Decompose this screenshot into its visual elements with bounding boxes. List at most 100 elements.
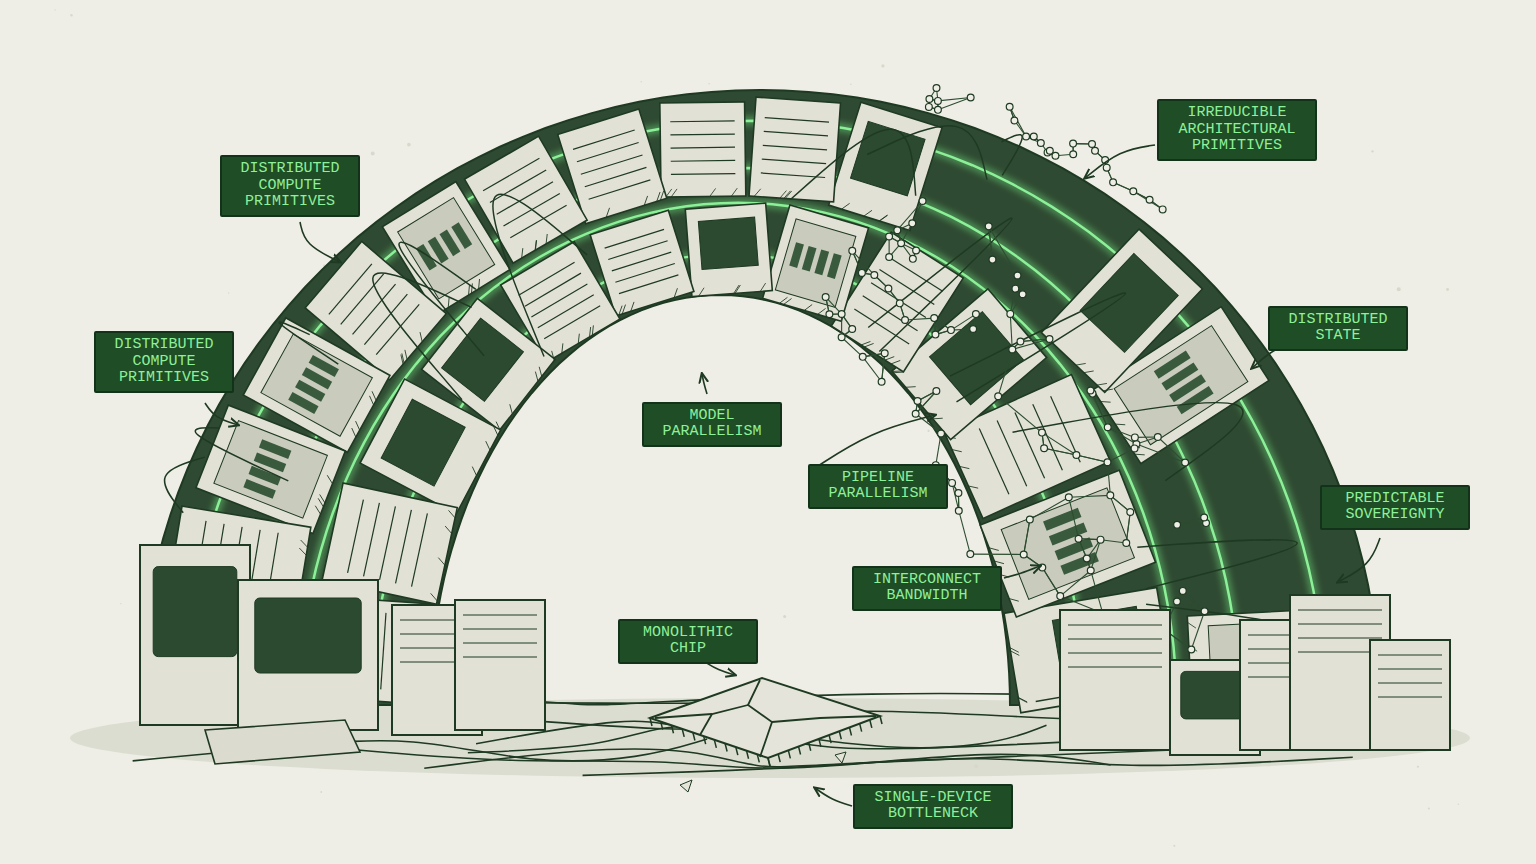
network-node — [826, 311, 833, 318]
network-node — [985, 223, 992, 230]
network-node — [838, 334, 845, 341]
hatch-line — [1084, 367, 1094, 377]
network-node — [902, 317, 909, 324]
network-link — [1133, 191, 1162, 209]
unit-case — [660, 102, 746, 197]
drive-slot — [1378, 669, 1442, 670]
computer-screen — [153, 567, 237, 657]
network-node — [1130, 188, 1137, 195]
hatch-line — [531, 240, 540, 250]
chip-pin — [671, 725, 673, 733]
paper-speck — [640, 81, 642, 83]
hatch-line — [952, 446, 962, 455]
network-link — [1042, 567, 1060, 596]
unit-case — [831, 232, 963, 372]
network-link — [992, 260, 1017, 276]
hatch-line — [879, 213, 887, 222]
paper-speck — [371, 152, 375, 156]
hatch-line — [313, 506, 323, 515]
hatch-line — [1009, 596, 1019, 605]
floor-cable — [583, 757, 1353, 775]
hatch-line — [558, 343, 567, 353]
hatch-line — [620, 305, 628, 314]
hatch-line — [906, 382, 916, 392]
computer-unit — [1041, 229, 1205, 395]
network-node — [1103, 164, 1110, 171]
hatch-line — [316, 498, 326, 507]
network-node — [1030, 133, 1037, 140]
computer-unit — [749, 97, 841, 202]
hatch-line — [1018, 697, 1027, 704]
unit-vent — [762, 159, 826, 164]
label-text: MODEL PARALLELISM — [652, 408, 772, 441]
leader-arrow — [300, 222, 340, 262]
computer-unit — [685, 203, 772, 297]
network-link — [936, 434, 941, 466]
paper-speck — [1428, 807, 1430, 809]
computer-unit — [763, 205, 869, 321]
base-computer — [1370, 640, 1450, 750]
network-node — [1182, 459, 1189, 466]
computer-case — [1060, 610, 1170, 750]
network-node — [1123, 540, 1130, 547]
network-node — [1046, 147, 1053, 154]
hatch-line — [642, 196, 650, 205]
hatch-line — [989, 545, 999, 554]
hatch-line — [531, 240, 540, 250]
unit-vent — [341, 274, 384, 324]
hatch-line — [785, 191, 792, 199]
drive-slot — [1068, 625, 1162, 626]
callout-label: DISTRIBUTED COMPUTE PRIMITIVES — [94, 331, 234, 393]
chip-pin — [747, 751, 749, 759]
unit-vent — [519, 262, 575, 295]
hatch-line — [300, 540, 309, 547]
hatch-line — [628, 302, 636, 311]
unit-vent — [531, 284, 587, 317]
drive-slot — [1068, 653, 1162, 654]
hatch-line — [731, 188, 737, 196]
computer-case — [455, 600, 545, 730]
network-link — [1191, 611, 1204, 649]
callout-label: SINGLE-DEVICE BOTTLENECK — [853, 784, 1013, 829]
unit-vent — [381, 613, 386, 690]
network-link — [1044, 448, 1076, 455]
network-node — [932, 331, 939, 338]
network-link — [1030, 497, 1069, 519]
board-chip — [827, 253, 842, 279]
paper-speck — [1458, 804, 1459, 805]
network-node — [1070, 151, 1077, 158]
network-node — [1087, 567, 1094, 574]
paper-speck — [228, 292, 229, 293]
network-node — [1174, 521, 1181, 528]
chip-pin — [799, 747, 801, 755]
network-node — [973, 311, 980, 318]
drive-slot — [1298, 638, 1382, 639]
callout-label: IRREDUCIBLE ARCHITECTURAL PRIMITIVES — [1157, 99, 1317, 161]
network-node — [1037, 140, 1044, 147]
network-node — [938, 430, 945, 437]
unit-vent — [364, 294, 407, 344]
hatch-line — [474, 279, 483, 289]
hatch-line — [325, 475, 335, 484]
network-node — [935, 106, 942, 113]
network-node — [931, 315, 938, 322]
hatch-line — [506, 404, 516, 414]
unit-case — [763, 205, 869, 321]
unit-vent — [671, 147, 735, 149]
chip-pin — [849, 727, 851, 735]
hatch-line — [483, 441, 493, 450]
unit-vent — [765, 118, 829, 123]
drive-slot — [463, 643, 537, 644]
label-text: DISTRIBUTED STATE — [1278, 312, 1398, 345]
callout-label: DISTRIBUTED STATE — [1268, 306, 1408, 351]
network-link — [1042, 567, 1060, 596]
network-node — [849, 247, 856, 254]
paper-speck — [881, 64, 884, 67]
network-link — [1136, 444, 1185, 462]
hatch-line — [532, 372, 542, 382]
network-link — [1091, 540, 1101, 571]
network-link — [1126, 512, 1130, 543]
network-node — [948, 327, 955, 334]
network-link — [905, 318, 934, 320]
